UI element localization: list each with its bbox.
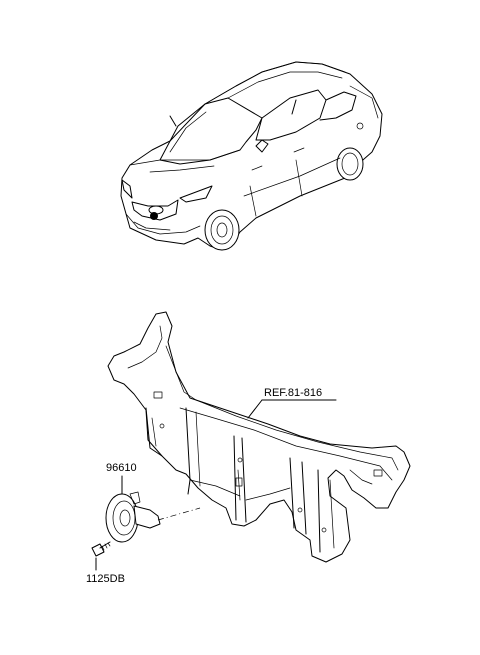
horn-callout: 96610 xyxy=(106,462,137,495)
horn-part xyxy=(105,491,161,543)
ref-callout: REF.81-816 xyxy=(247,387,337,419)
bolt-part xyxy=(91,541,111,557)
front-panel-carrier xyxy=(107,311,411,563)
horn-part-number: 96610 xyxy=(106,462,137,474)
car-illustration xyxy=(120,61,383,251)
mounting-leader xyxy=(157,507,201,521)
ref-label: REF.81-816 xyxy=(264,387,322,399)
bolt-part-number: 1125DB xyxy=(86,573,125,585)
bolt-callout: 1125DB xyxy=(86,557,125,585)
